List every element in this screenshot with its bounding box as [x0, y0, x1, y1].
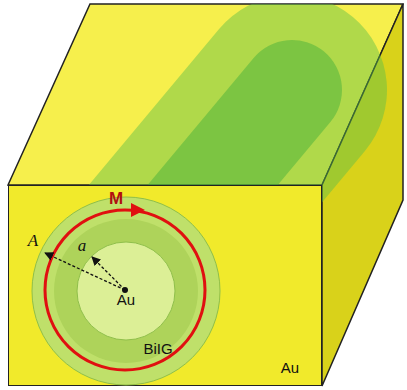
magnetization-loop [45, 210, 205, 370]
shell-radius-label: A [28, 232, 38, 249]
gold-block: AuBiIGAu [8, 185, 322, 386]
cross-section [32, 197, 220, 385]
magnetization-arrowhead [131, 203, 145, 217]
shell-radius-arrow [45, 253, 125, 290]
cross-section [77, 242, 175, 340]
core-radius-arrow [92, 257, 125, 290]
shell-inner-band [54, 219, 198, 363]
material-label: Au [281, 360, 299, 375]
axis-center [122, 287, 128, 293]
core-radius-label: a [78, 237, 87, 254]
magnetization-label: M [109, 190, 123, 207]
material-label: BiIG [143, 341, 172, 356]
material-label: Au [117, 292, 135, 307]
